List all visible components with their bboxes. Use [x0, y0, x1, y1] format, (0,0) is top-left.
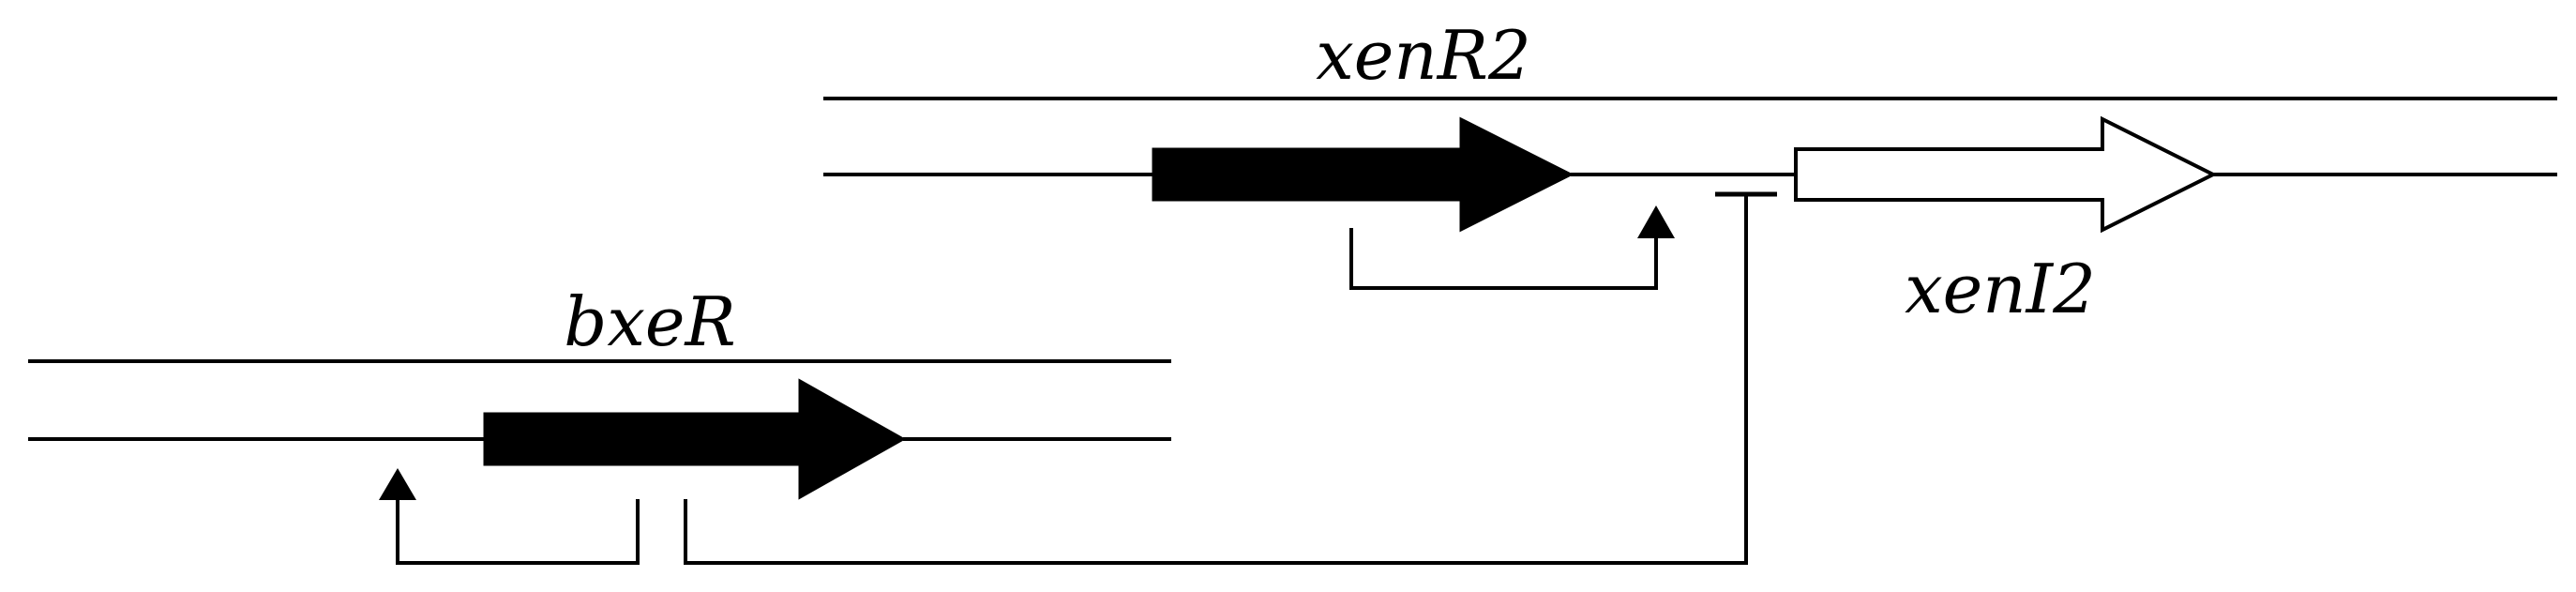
bxeR-autoactivation-line [396, 489, 640, 565]
xenR2-label: xenR2 [1316, 16, 1531, 95]
xenR2-gene-arrow [1152, 116, 1574, 233]
xenR2-activation-line [1349, 222, 1658, 290]
bxeR-repression-line [684, 194, 1748, 565]
bxeR-label: bxeR [564, 282, 736, 361]
bxeR-autoactivation-arrowhead [379, 468, 416, 500]
xenI2-gene-arrow [1794, 115, 2218, 234]
xenI2-label: xenI2 [1905, 250, 2096, 328]
xenR2-to-xenI2-activation [1349, 205, 1675, 290]
bxeR-autoactivation [379, 468, 640, 565]
xenR2-activation-arrowhead [1637, 205, 1675, 238]
bxeR-construct: bxeR [28, 282, 1171, 565]
xenR2-xenI2-construct: xenR2 xenI2 [823, 16, 2557, 328]
bxeR-to-xenI2-repression [684, 191, 1777, 565]
bxeR-gene-arrow [483, 378, 907, 500]
